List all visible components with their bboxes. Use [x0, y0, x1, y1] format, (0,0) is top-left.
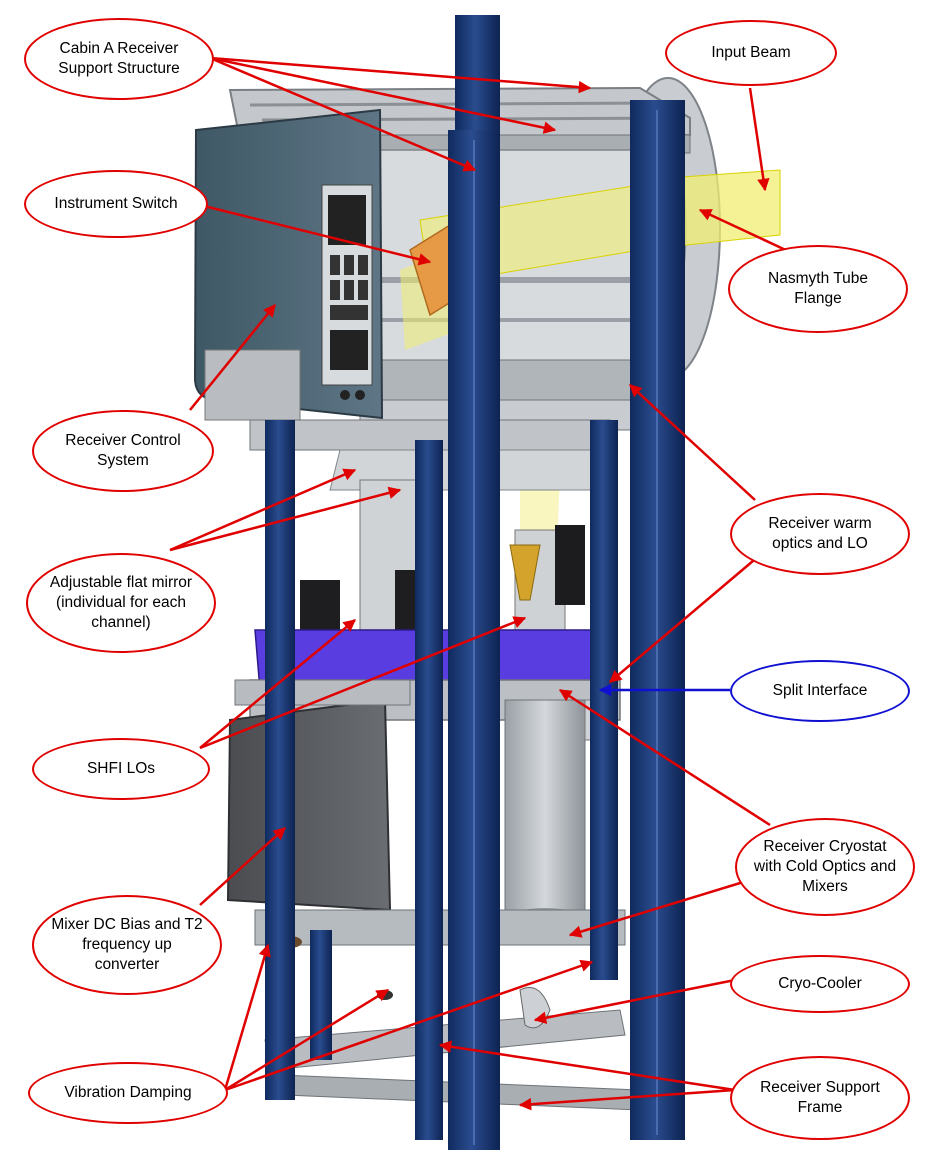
frame-posts [265, 15, 685, 1150]
callout-flat-mirror: Adjustable flat mirror (individual for e… [26, 553, 216, 653]
receiver-control-box [193, 108, 384, 421]
callout-nasmyth-flange: Nasmyth Tube Flange [728, 245, 908, 333]
callout-instrument-switch: Instrument Switch [24, 170, 208, 238]
callout-text: Receiver Cryostat with Cold Optics and M… [753, 837, 897, 896]
callout-cabin-support: Cabin A Receiver Support Structure [24, 18, 214, 100]
callout-text: Receiver Control System [65, 431, 181, 469]
callout-input-beam: Input Beam [665, 20, 837, 86]
callout-text: Adjustable flat mirror (individual for e… [49, 573, 193, 632]
callout-text: Split Interface [772, 681, 868, 699]
callout-text: Receiver Support Frame [760, 1078, 880, 1116]
callout-warm-optics: Receiver warm optics and LO [730, 493, 910, 575]
callout-text: Input Beam [711, 43, 791, 61]
callout-text: Receiver warm optics and LO [768, 514, 872, 552]
callout-text: Vibration Damping [64, 1083, 192, 1101]
callout-text: SHFI LOs [86, 759, 156, 777]
callout-cryostat: Receiver Cryostat with Cold Optics and M… [735, 818, 915, 916]
callout-control-system: Receiver Control System [32, 410, 214, 492]
callout-cryo-cooler: Cryo-Cooler [730, 955, 910, 1013]
callout-mixer-bias: Mixer DC Bias and T2 frequency up conver… [32, 895, 222, 995]
callout-vibration-damping: Vibration Damping [28, 1062, 228, 1124]
callout-shfi-los: SHFI LOs [32, 738, 210, 800]
callout-text: Instrument Switch [54, 194, 178, 212]
callout-text: Cryo-Cooler [778, 974, 862, 992]
callout-split-interface: Split Interface [730, 660, 910, 722]
callout-text: Mixer DC Bias and T2 frequency up conver… [51, 915, 203, 974]
callout-support-frame: Receiver Support Frame [730, 1056, 910, 1140]
callout-text: Nasmyth Tube Flange [768, 269, 868, 307]
callout-arrows [169, 56, 791, 1111]
callout-text: Cabin A Receiver Support Structure [58, 39, 180, 77]
